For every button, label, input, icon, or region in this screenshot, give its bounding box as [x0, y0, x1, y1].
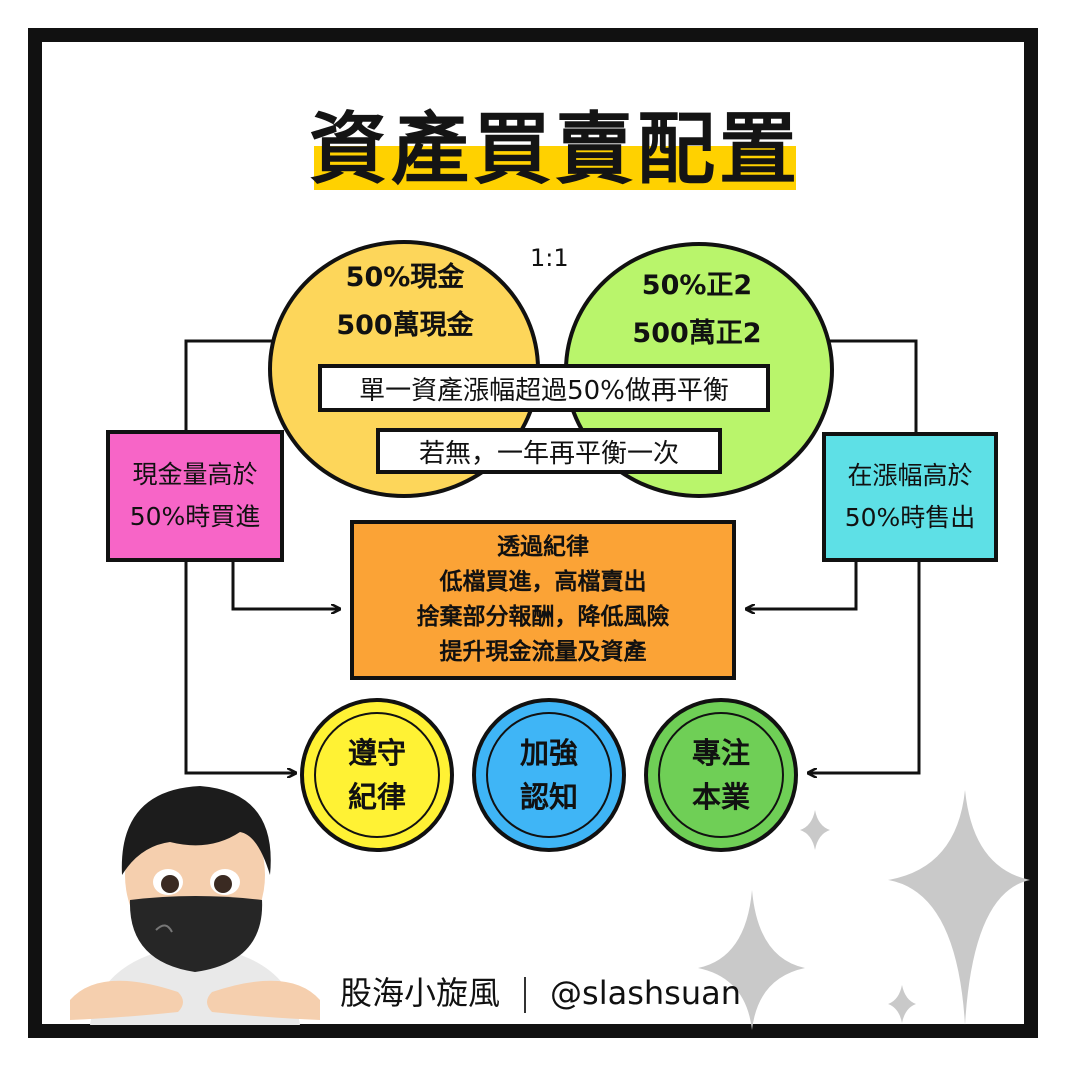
author-name: 股海小旋風: [340, 974, 501, 1012]
buy-condition-box: 現金量高於 50%時買進: [106, 430, 284, 562]
principle-knowledge-ring: 加強 認知: [486, 712, 612, 838]
avatar-mask: [129, 896, 263, 972]
page-title: 資產買賣配置: [308, 105, 801, 195]
title-highlight: [314, 146, 796, 190]
sell-condition-box: 在漲幅高於 50%時售出: [822, 432, 998, 562]
discipline-line: 低檔買進，高檔賣出: [439, 569, 647, 595]
rebalance-rule-box: 單一資產漲幅超過50%做再平衡: [318, 364, 770, 412]
buy-condition-line2: 50%時買進: [129, 502, 261, 531]
sparkle-icon: [888, 985, 916, 1023]
principle-line: 加強: [519, 736, 578, 770]
buy-condition-line1: 現金量高於: [132, 460, 258, 489]
sparkle-icon: [698, 890, 805, 1030]
discipline-box: 透過紀律 低檔買進，高檔賣出 捨棄部分報酬，降低風險 提升現金流量及資產: [350, 520, 736, 680]
avatar-left-pupil: [161, 875, 179, 893]
etf-circle-text: 50%正2 500萬正2: [592, 262, 802, 358]
principle-line: 紀律: [347, 780, 406, 814]
arrow-to-cash-circle: [184, 341, 296, 430]
arrow-to-discipline-principle: [184, 560, 296, 773]
ratio-label: 1:1: [530, 244, 569, 272]
fallback-rule-box: 若無，一年再平衡一次: [376, 428, 722, 474]
author-handle[interactable]: @slashsuan: [550, 974, 741, 1012]
principle-discipline-ring: 遵守 紀律: [314, 712, 440, 838]
avatar-hair: [121, 786, 271, 875]
footer-credit: 股海小旋風 @slashsuan: [340, 968, 741, 1014]
principle-focus-circle: 專注 本業: [644, 698, 798, 852]
avatar-right-pupil: [214, 875, 232, 893]
arrow-buy-to-discipline: [231, 560, 340, 609]
principle-line: 遵守: [347, 736, 406, 770]
arrow-sell-to-discipline: [746, 560, 858, 609]
sell-condition-line1: 在漲幅高於: [847, 461, 973, 490]
sell-condition-line2: 50%時售出: [844, 503, 976, 532]
sparkle-icon: [888, 790, 1030, 1025]
discipline-line: 透過紀律: [497, 534, 589, 560]
etf-amount-label: 500萬正2: [632, 318, 762, 349]
title-block: 資產買賣配置: [300, 100, 810, 200]
avatar: [70, 786, 320, 1025]
cash-amount-label: 500萬現金: [336, 310, 474, 341]
footer-separator: [524, 977, 527, 1013]
discipline-line: 捨棄部分報酬，降低風險: [416, 604, 670, 630]
avatar-mask-stitch: [155, 924, 173, 933]
principle-discipline-circle: 遵守 紀律: [300, 698, 454, 852]
principle-line: 專注: [691, 736, 750, 770]
principle-line: 本業: [691, 780, 750, 814]
principle-knowledge-circle: 加強 認知: [472, 698, 626, 852]
avatar-right-hand: [207, 980, 320, 1020]
sparkle-icon: [800, 810, 830, 850]
avatar-left-hand: [70, 980, 183, 1020]
cash-percent-label: 50%現金: [345, 262, 465, 293]
etf-percent-label: 50%正2: [641, 270, 753, 301]
arrow-to-focus-principle: [808, 560, 921, 773]
principle-line: 認知: [519, 780, 578, 814]
cash-circle-text: 50%現金 500萬現金: [300, 254, 510, 350]
discipline-line: 提升現金流量及資產: [439, 639, 647, 665]
arrow-to-etf-circle: [808, 341, 918, 432]
principle-focus-ring: 專注 本業: [658, 712, 784, 838]
